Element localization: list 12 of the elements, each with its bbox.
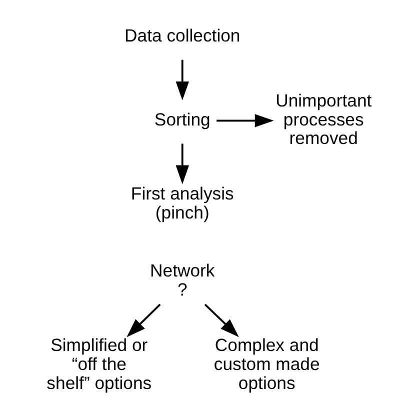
node-text: Simplified or “off the shelf” options	[46, 334, 152, 392]
node-text: Data collection	[124, 24, 240, 45]
arrow	[175, 143, 189, 184]
node-text: Sorting	[154, 108, 210, 129]
arrow	[204, 303, 238, 337]
node-text: Network ?	[150, 260, 214, 300]
node-text: Unimportant processes removed	[275, 90, 372, 148]
arrow	[175, 59, 189, 100]
node-text: First analysis (pinch)	[130, 183, 234, 222]
node-text: Complex and custom made options	[213, 334, 320, 392]
arrow	[126, 303, 160, 337]
arrow	[216, 114, 274, 127]
